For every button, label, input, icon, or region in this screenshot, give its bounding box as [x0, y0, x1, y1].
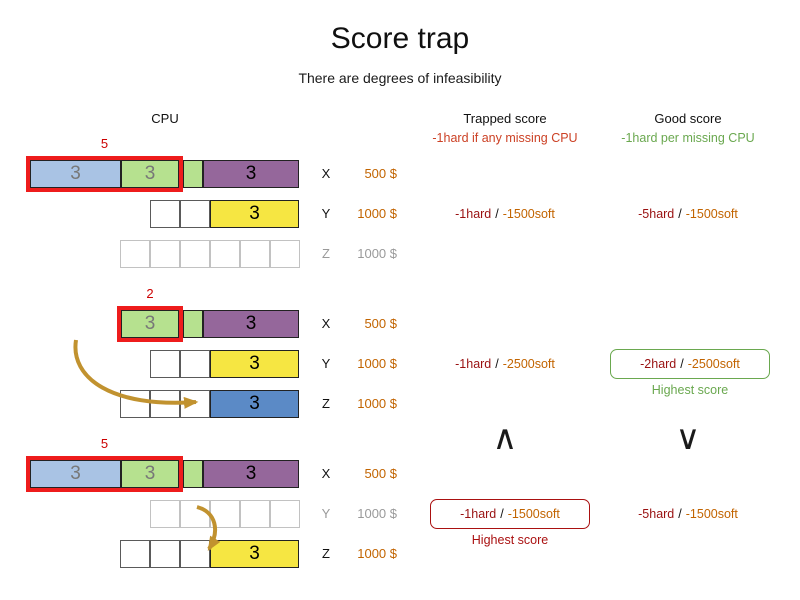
cpu-block-purple: 3: [203, 160, 299, 188]
good-score-highlight-box: -2hard / -2500soft: [610, 349, 770, 379]
machine-label-z: Z: [322, 246, 330, 261]
cpu-block-yellow: 3: [210, 540, 299, 568]
empty-slot-cell: [240, 240, 270, 268]
empty-slot-cell: [180, 240, 210, 268]
good-score-value: -5hard / -1500soft: [605, 507, 771, 521]
empty-slot-cell: [240, 500, 270, 528]
hard-score: -5hard: [638, 507, 675, 521]
machine-cost: 1000 $: [357, 396, 397, 411]
trapped-worse-symbol: ∧: [492, 418, 518, 458]
empty-slot-cell: [150, 540, 180, 568]
machine-label-x: X: [321, 316, 331, 331]
trapped-score-value: -1hard / -2500soft: [420, 357, 590, 371]
empty-slot-cell: [120, 390, 150, 418]
empty-slot-cell: [150, 390, 180, 418]
cpu-block-green-small: [183, 160, 203, 188]
trapped-score-column-header: Trapped score: [463, 111, 547, 126]
machine-label-z: Z: [322, 396, 330, 411]
trapped-score-value: -1hard / -1500soft: [420, 207, 590, 221]
cpu-block-green-small: [183, 310, 203, 338]
empty-slot-cell: [210, 240, 240, 268]
cpu-block-blue: 3: [30, 160, 121, 188]
good-score-value: -5hard / -1500soft: [605, 207, 771, 221]
score-separator: /: [495, 357, 499, 371]
machine-label-x: X: [321, 466, 331, 481]
score-separator: /: [500, 507, 504, 521]
machine-label-y: Y: [321, 506, 331, 521]
highest-score-note-trapped: Highest score: [471, 533, 549, 547]
soft-score: -1500soft: [685, 507, 738, 521]
empty-slot-cell: [180, 200, 210, 228]
score-separator: /: [495, 207, 499, 221]
slide-subtitle: There are degrees of infeasibility: [298, 70, 502, 86]
cpu-block-purple: 3: [203, 460, 299, 488]
empty-slot-cell: [150, 200, 180, 228]
machine-label-y: Y: [321, 206, 331, 221]
empty-slot-cell: [150, 240, 180, 268]
trapped-score-subheader: -1hard if any missing CPU: [432, 131, 578, 145]
hard-score: -1hard: [455, 207, 492, 221]
soft-score: -1500soft: [507, 507, 560, 521]
overload-count-label: 5: [100, 436, 109, 451]
highest-score-note-good: Highest score: [651, 383, 729, 397]
machine-cost: 1000 $: [357, 246, 397, 261]
hard-score: -1hard: [460, 507, 497, 521]
score-separator: /: [680, 357, 684, 371]
good-score-column-header: Good score: [654, 111, 722, 126]
soft-score: -2500soft: [687, 357, 740, 371]
cpu-block-dark-blue: 3: [210, 390, 299, 418]
empty-slot-cell: [180, 500, 210, 528]
slide-title: Score trap: [330, 22, 470, 55]
overload-count-label: 5: [100, 136, 109, 151]
empty-slot-cell: [180, 540, 210, 568]
empty-slot-cell: [150, 350, 180, 378]
empty-slot-cell: [180, 390, 210, 418]
machine-cost: 1000 $: [357, 506, 397, 521]
overload-count-label: 2: [146, 286, 154, 301]
cpu-column-header: CPU: [151, 111, 179, 126]
empty-slot-cell: [180, 350, 210, 378]
hard-score: -2hard: [640, 357, 677, 371]
cpu-block-green-small: [183, 460, 203, 488]
cpu-block-green: 3: [121, 160, 179, 188]
machine-cost: 1000 $: [357, 206, 397, 221]
empty-slot-cell: [120, 540, 150, 568]
machine-cost: 1000 $: [357, 356, 397, 371]
soft-score: -1500soft: [502, 207, 555, 221]
score-separator: /: [678, 507, 682, 521]
good-score-subheader: -1hard per missing CPU: [621, 131, 755, 145]
cpu-block-yellow: 3: [210, 200, 299, 228]
cpu-block-purple: 3: [203, 310, 299, 338]
overload-highlight-frame: [26, 456, 183, 492]
score-separator: /: [678, 207, 682, 221]
overload-highlight-frame: [26, 156, 183, 192]
hard-score: -5hard: [638, 207, 675, 221]
machine-cost: 500 $: [364, 166, 397, 181]
machine-cost: 500 $: [364, 316, 397, 331]
empty-slot-cell: [120, 240, 150, 268]
cpu-block-blue: 3: [30, 460, 121, 488]
machine-label-x: X: [321, 166, 331, 181]
empty-slot-cell: [150, 500, 180, 528]
trapped-score-highlight-box: -1hard / -1500soft: [430, 499, 590, 529]
hard-score: -1hard: [455, 357, 492, 371]
machine-label-z: Z: [322, 546, 330, 561]
soft-score: -2500soft: [502, 357, 555, 371]
machine-cost: 500 $: [364, 466, 397, 481]
good-better-symbol: ∨: [675, 418, 701, 458]
machine-cost: 1000 $: [357, 546, 397, 561]
empty-slot-cell: [210, 500, 240, 528]
empty-slot-cell: [270, 240, 300, 268]
cpu-block-green: 3: [121, 310, 179, 338]
cpu-block-yellow: 3: [210, 350, 299, 378]
soft-score: -1500soft: [685, 207, 738, 221]
empty-slot-cell: [270, 500, 300, 528]
cpu-block-green: 3: [121, 460, 179, 488]
machine-label-y: Y: [321, 356, 331, 371]
